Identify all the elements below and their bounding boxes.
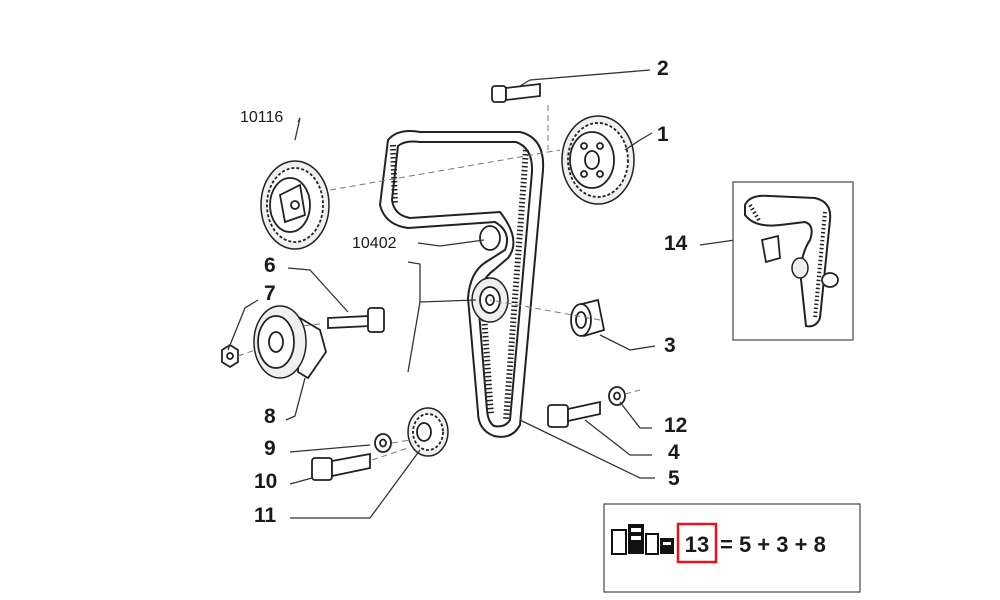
label-3: 3 <box>664 334 676 357</box>
crank-sprocket-11 <box>407 407 449 457</box>
label-10402: 10402 <box>352 235 397 252</box>
bolt-4 <box>547 400 601 428</box>
label-11: 11 <box>254 504 277 527</box>
bolt-10 <box>311 452 371 481</box>
kit-number: 13 <box>685 532 709 557</box>
label-10: 10 <box>254 470 277 493</box>
label-5: 5 <box>668 467 680 490</box>
nut-7 <box>221 343 239 369</box>
bearing-3 <box>570 298 606 338</box>
bolt-2 <box>491 82 541 103</box>
label-12: 12 <box>664 414 687 437</box>
label-1: 1 <box>657 123 669 146</box>
timing-belt <box>378 130 545 438</box>
label-6: 6 <box>264 254 276 277</box>
idler-8 <box>253 305 327 380</box>
kit-number-highlight <box>676 522 718 564</box>
pulley-10116 <box>260 160 330 250</box>
kit-formula: = 5 + 3 + 8 <box>720 532 826 557</box>
label-7: 7 <box>264 282 276 305</box>
label-9: 9 <box>264 437 276 460</box>
label-4: 4 <box>668 441 680 464</box>
label-14: 14 <box>664 232 688 255</box>
bolt-6 <box>327 307 385 333</box>
washer-12 <box>608 386 626 406</box>
kit-panel: 13 = 5 + 3 + 8 <box>603 503 861 593</box>
washer-9 <box>374 433 392 453</box>
label-8: 8 <box>264 405 276 428</box>
kit-boxes-icon <box>611 524 674 555</box>
label-10116: 10116 <box>240 109 283 126</box>
label-2: 2 <box>657 57 669 80</box>
camshaft-pulley <box>561 115 635 205</box>
inset-detail-14 <box>732 181 854 341</box>
